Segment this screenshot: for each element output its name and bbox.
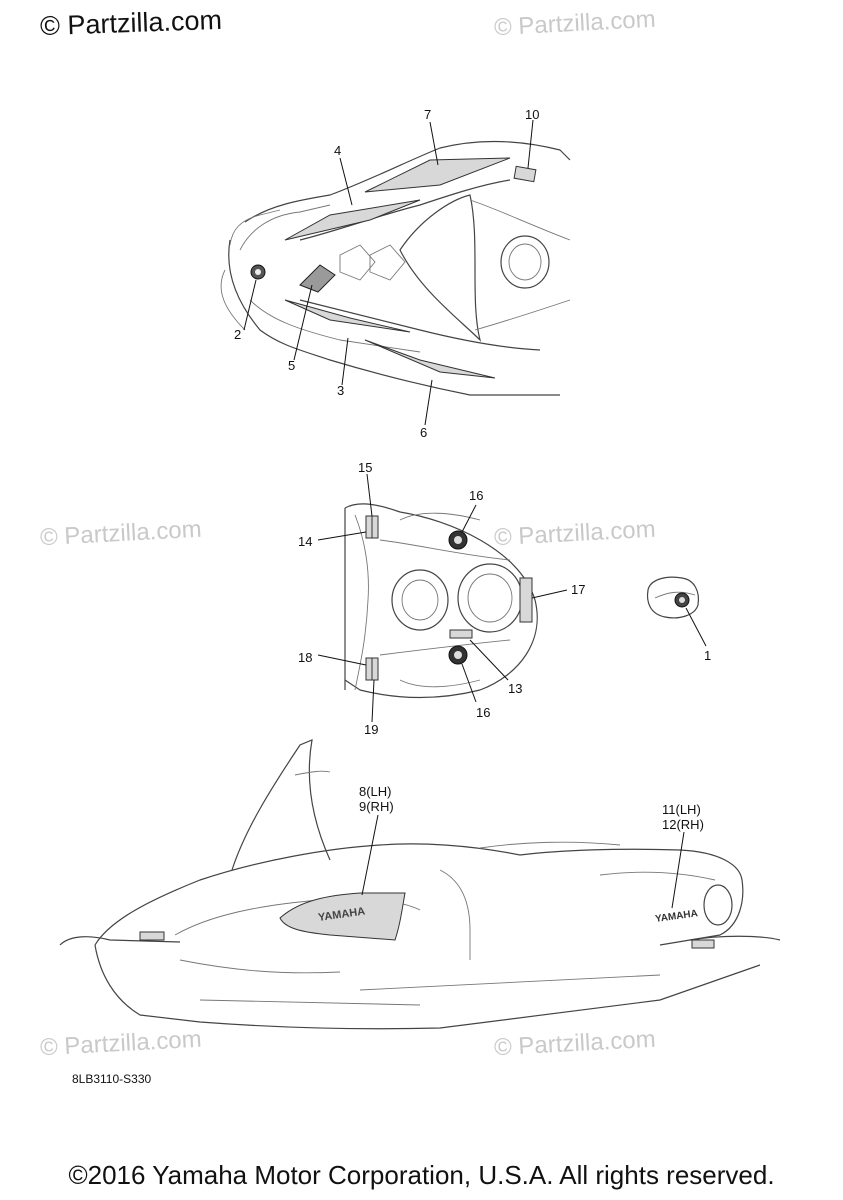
diagram-code: 8LB3110-S330 [72, 1072, 152, 1086]
callout-2: 2 [234, 327, 242, 342]
callout-10: 10 [525, 107, 540, 122]
snowmobile-side-view: YAMAHA YAMAHA [59, 739, 781, 1030]
callout-15: 15 [358, 460, 373, 475]
callout-4: 4 [334, 143, 342, 158]
tunnel-top-view [344, 503, 538, 699]
callout-8-lh: 8(LH) [359, 784, 392, 799]
callout-11-lh: 11(LH) [662, 802, 701, 817]
callout-17: 17 [571, 582, 586, 597]
callout-3: 3 [337, 383, 345, 398]
callout-16-top: 16 [469, 488, 484, 503]
callout-18: 18 [298, 650, 313, 665]
callout-7: 7 [424, 107, 432, 122]
emblem-part [646, 576, 700, 619]
callout-6: 6 [420, 425, 428, 440]
copyright-notice: ©2016 Yamaha Motor Corporation, U.S.A. A… [68, 1160, 775, 1190]
hood-top-view [220, 140, 571, 396]
callout-14: 14 [298, 534, 313, 549]
callout-13: 13 [508, 681, 523, 696]
callout-16-bottom: 16 [476, 705, 491, 720]
callout-1: 1 [704, 648, 712, 663]
callout-9-rh: 9(RH) [359, 799, 394, 814]
callout-5: 5 [288, 358, 296, 373]
callout-12-rh: 12(RH) [662, 817, 704, 832]
tunnel-decal-text: YAMAHA [654, 908, 698, 925]
callout-19: 19 [364, 722, 379, 737]
